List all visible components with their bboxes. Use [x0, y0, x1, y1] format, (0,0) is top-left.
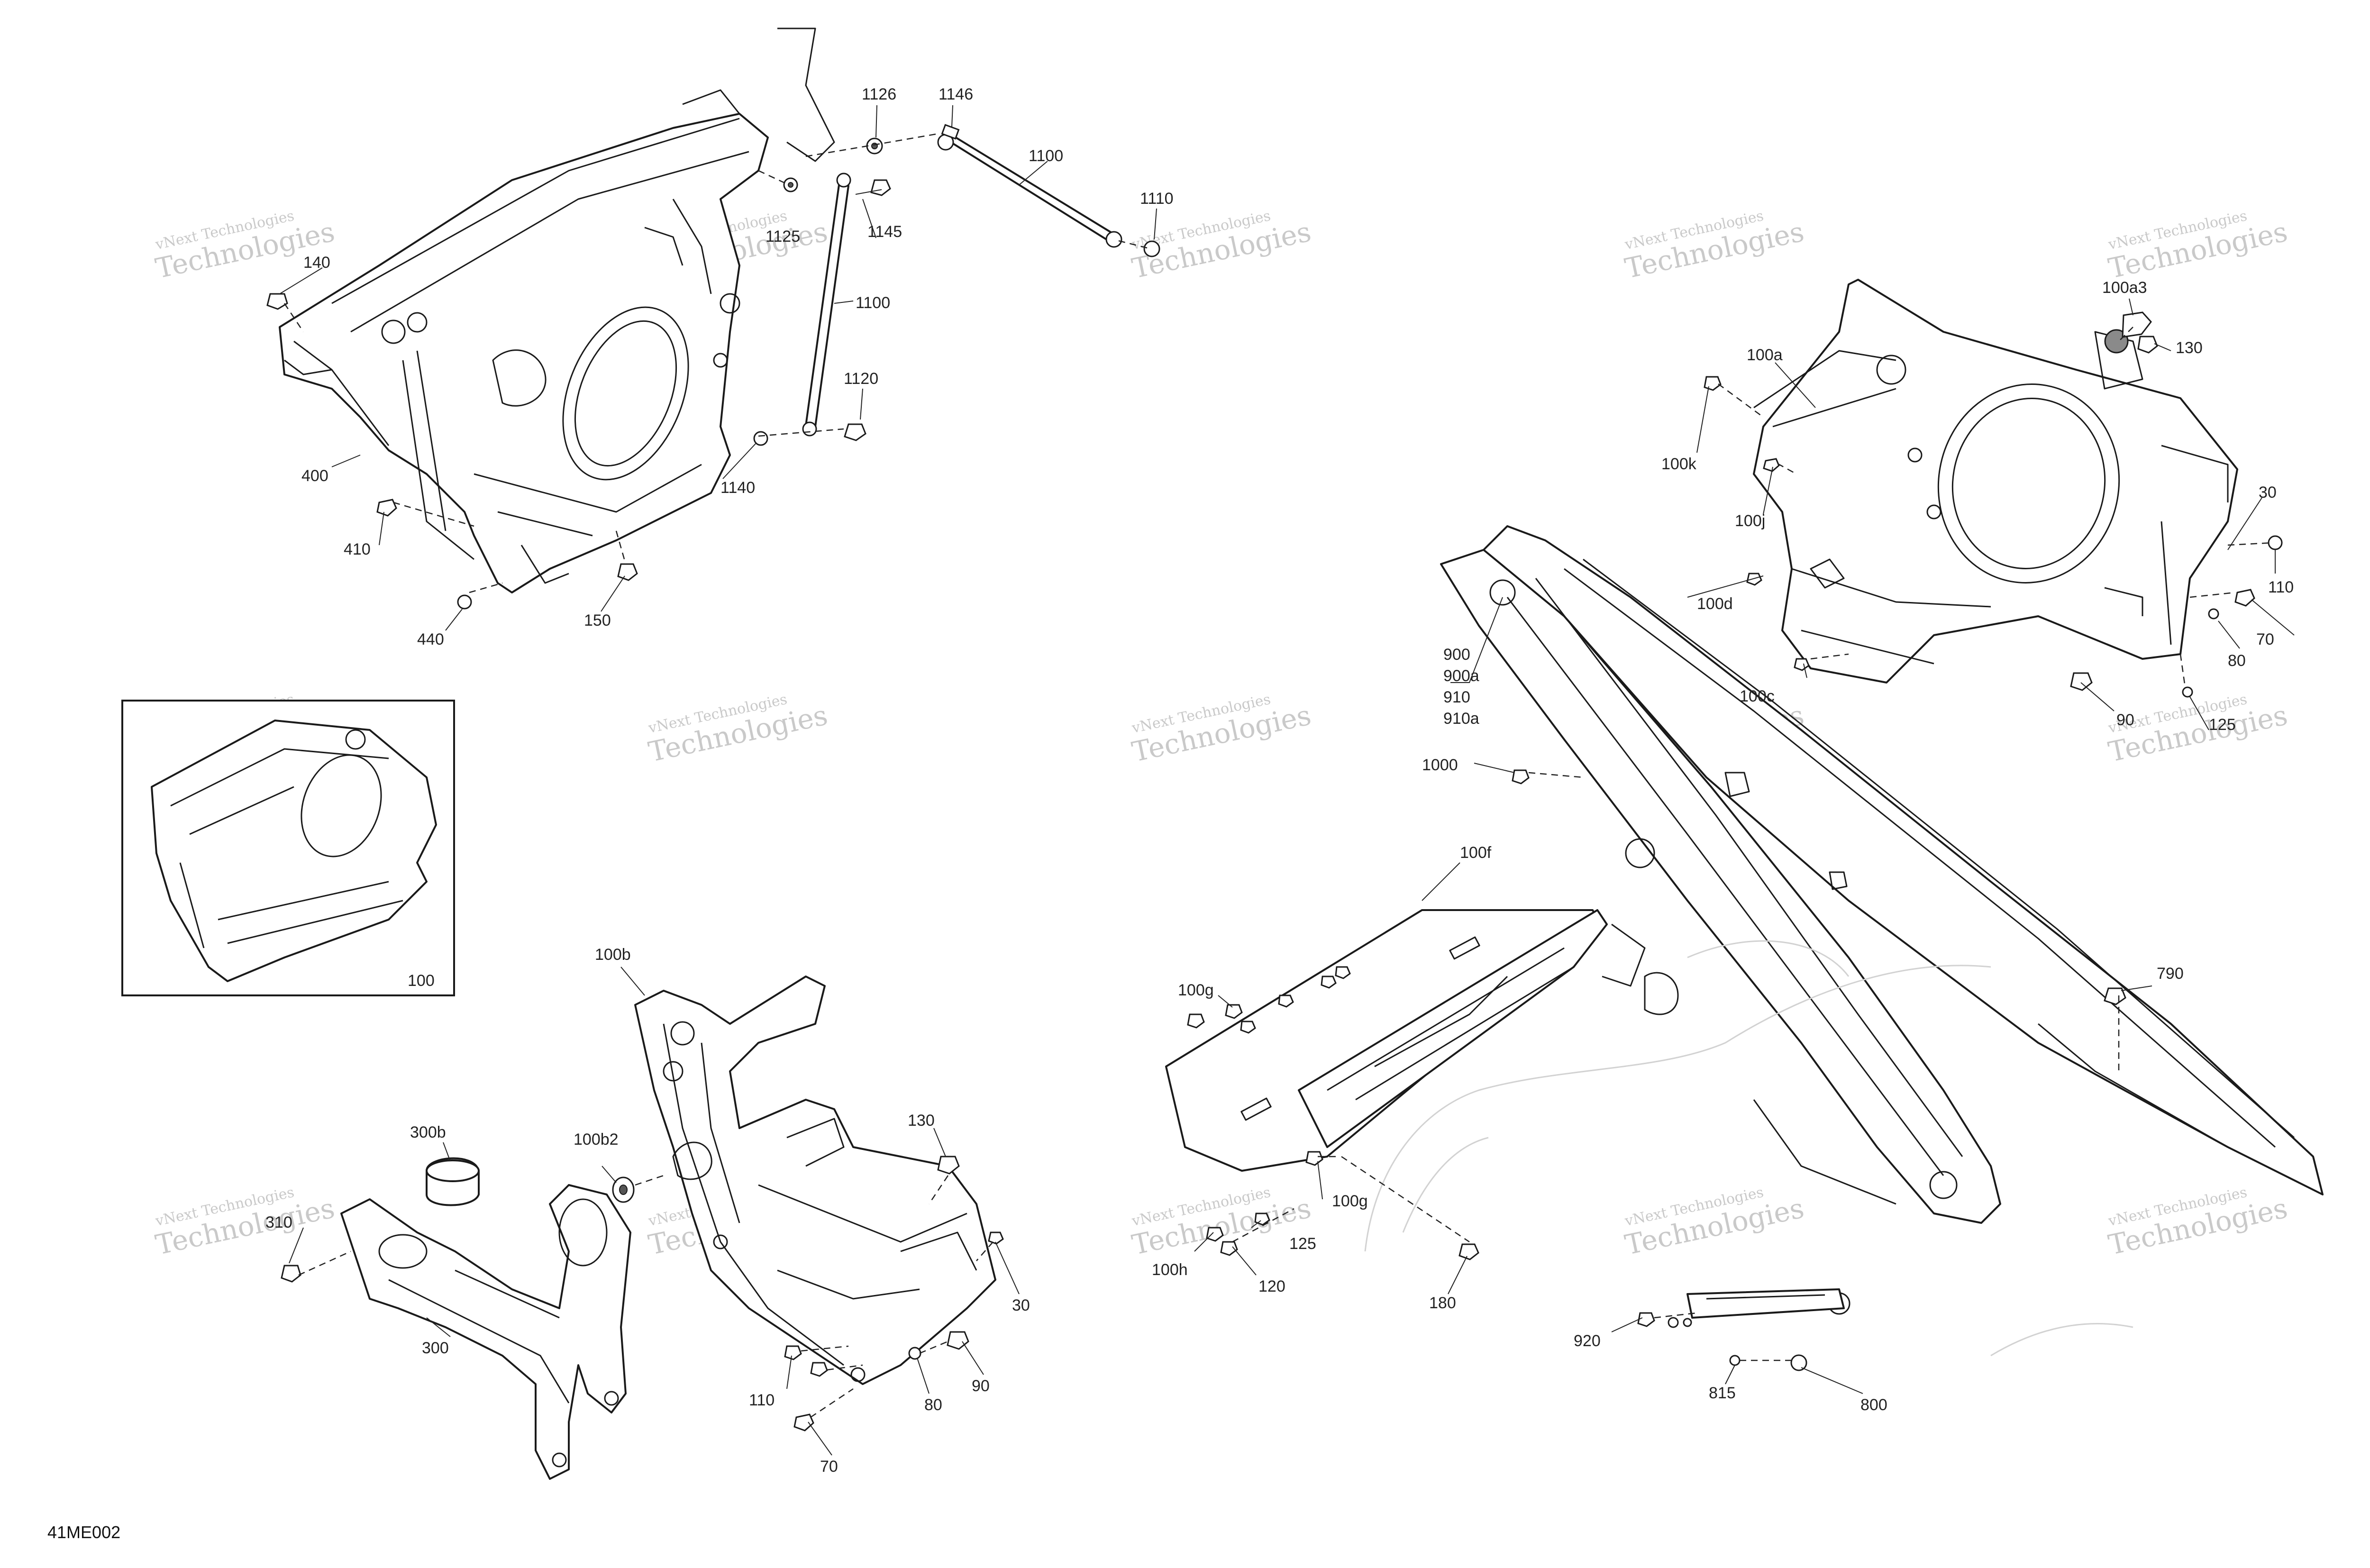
hardware-upper-right [1704, 311, 2283, 698]
callout-120: 120 [1258, 1277, 1285, 1295]
callout-100d: 100d [1697, 595, 1733, 613]
gusset-300 [340, 1184, 631, 1480]
inset-label: 100 [408, 972, 435, 990]
callout-1126: 1126 [862, 85, 896, 103]
leader-lines [279, 105, 2295, 1456]
callout-90: 90 [972, 1377, 990, 1395]
callout-100g: 100g [1178, 981, 1214, 999]
callout-900a: 900a [1443, 667, 1479, 685]
callout-140: 140 [303, 254, 330, 272]
callout-125: 125 [1289, 1235, 1316, 1253]
callout-80: 80 [2228, 652, 2246, 670]
callout-130: 130 [2176, 339, 2203, 357]
callout-100b: 100b [595, 946, 631, 964]
callout-110: 110 [2268, 578, 2294, 596]
cap-300b [426, 1157, 480, 1206]
callout-130: 130 [908, 1112, 935, 1130]
callout-100a3: 100a3 [2102, 279, 2147, 297]
callout-1146: 1146 [939, 85, 973, 103]
callout-100b2: 100b2 [574, 1130, 619, 1149]
callout-800: 800 [1860, 1396, 1887, 1414]
drawing-code: 41ME002 [47, 1522, 120, 1542]
callout-100j: 100j [1735, 512, 1765, 530]
callout-80: 80 [924, 1396, 942, 1414]
assembly-lines-upper-left [283, 133, 1148, 593]
strut-lower [802, 173, 851, 437]
callout-30: 30 [1012, 1296, 1030, 1314]
callout-1145: 1145 [867, 223, 902, 241]
callout-100g: 100g [1332, 1192, 1368, 1210]
inset-assembled-view: 100 [121, 700, 455, 996]
callout-910: 910 [1443, 688, 1470, 706]
callout-1120: 1120 [844, 370, 878, 388]
callout-310: 310 [265, 1213, 292, 1231]
callout-100a: 100a [1747, 346, 1783, 364]
callout-150: 150 [584, 611, 611, 629]
callout-910a: 910a [1443, 710, 1479, 728]
callout-1125: 1125 [766, 228, 800, 246]
callout-410: 410 [344, 540, 371, 558]
assembly-lines-lower-right [1232, 772, 2120, 1361]
callout-300: 300 [422, 1339, 449, 1357]
callout-125: 125 [2209, 716, 2236, 734]
callout-1140: 1140 [720, 479, 755, 497]
callout-100k: 100k [1661, 455, 1697, 473]
callout-90: 90 [2116, 711, 2134, 729]
side-frame-100b [634, 975, 996, 1385]
callout-920: 920 [1574, 1332, 1601, 1350]
callout-110: 110 [749, 1391, 775, 1409]
callout-labels: 1126 1146 1100 1110 1125 1145 140 1100 1… [265, 85, 2294, 1476]
callout-100c: 100c [1740, 687, 1775, 705]
ghost-outline-lower-right [1364, 940, 2133, 1357]
callout-100f: 100f [1460, 844, 1492, 862]
callout-1000: 1000 [1422, 756, 1458, 774]
upper-rear-frame-assembly [1753, 279, 2238, 684]
callout-100h: 100h [1152, 1261, 1188, 1279]
skid-plate-100f [1165, 909, 1679, 1172]
assembly-lines-lower-center [298, 1175, 994, 1418]
callout-1100: 1100 [856, 294, 890, 312]
callout-70: 70 [820, 1458, 838, 1476]
callout-790: 790 [2157, 965, 2184, 983]
callout-1100: 1100 [1029, 147, 1063, 165]
hardware-lower-center [281, 1156, 1004, 1431]
callout-815: 815 [1709, 1384, 1736, 1402]
hardware-upper-left [266, 124, 1160, 610]
callout-1110: 1110 [1140, 190, 1174, 208]
callout-400: 400 [301, 467, 328, 485]
assembly-lines-upper-right [1718, 327, 2273, 688]
upper-front-frame-assembly [279, 27, 835, 593]
frame-rails-900-910 [1440, 525, 2324, 1315]
callout-30: 30 [2259, 483, 2277, 501]
callout-900: 900 [1443, 646, 1470, 664]
callout-180: 180 [1429, 1294, 1456, 1312]
callout-300b: 300b [410, 1123, 446, 1141]
callout-440: 440 [417, 630, 444, 648]
callout-70: 70 [2256, 630, 2274, 648]
